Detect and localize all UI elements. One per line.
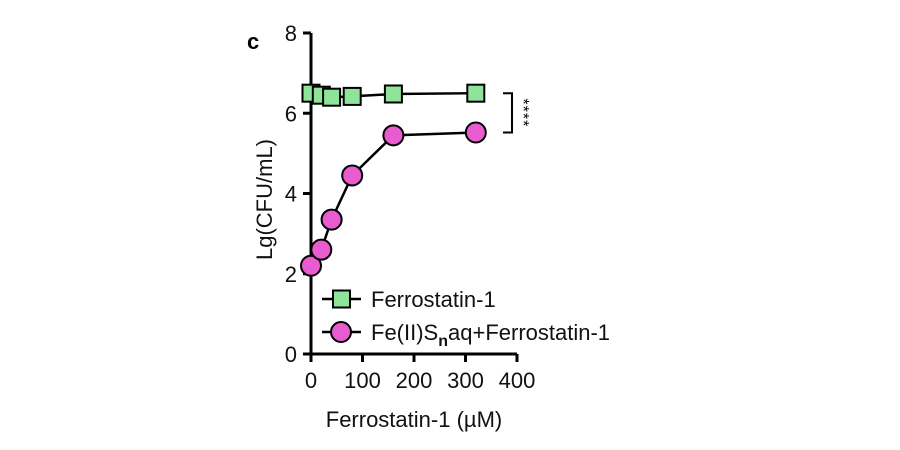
- y-tick-label: 2: [285, 262, 297, 287]
- y-tick-label: 8: [285, 21, 297, 46]
- data-point-square: [466, 83, 486, 103]
- legend-label-subscript: n: [438, 333, 448, 350]
- y-tick-label: 0: [285, 342, 297, 367]
- data-point-circle: [341, 164, 364, 187]
- x-tick-label: 200: [396, 368, 433, 393]
- x-axis-label: Ferrostatin-1 (µM): [326, 407, 502, 432]
- series-1: [301, 83, 486, 107]
- legend-label-part: aq+Ferrostatin-1: [448, 320, 610, 345]
- legend-label: Fe(II)Snaq+Ferrostatin-1: [371, 320, 610, 350]
- data-point-circle: [310, 238, 333, 261]
- data-point-square: [383, 84, 403, 104]
- y-tick-label: 6: [285, 101, 297, 126]
- axes: 0 2 4 6 8 0 100 200 300 400: [285, 21, 536, 393]
- panel-label: c: [247, 29, 259, 54]
- data-point-circle: [382, 124, 405, 147]
- data-point-square: [342, 86, 362, 106]
- x-tick-label: 300: [447, 368, 484, 393]
- series-2: [300, 121, 487, 277]
- x-tick-label: 0: [305, 368, 317, 393]
- legend: Ferrostatin-1Fe(II)Snaq+Ferrostatin-1: [322, 287, 610, 350]
- x-tick-label: 400: [499, 368, 536, 393]
- y-axis-label: Lg(CFU/mL): [252, 139, 277, 260]
- legend-label: Ferrostatin-1: [371, 287, 496, 312]
- data-point-circle: [464, 121, 487, 144]
- data-point-square: [322, 87, 342, 107]
- legend-square-marker: [332, 289, 351, 309]
- legend-item-1: Ferrostatin-1: [322, 287, 496, 312]
- data-point-circle: [320, 208, 343, 231]
- bracket-line: [503, 92, 513, 134]
- legend-item-2: Fe(II)Snaq+Ferrostatin-1: [322, 320, 610, 350]
- x-tick-label: 100: [344, 368, 381, 393]
- series-layer: [300, 83, 487, 277]
- legend-label-part: Fe(II)S: [371, 320, 438, 345]
- y-tick-label: 4: [285, 182, 297, 207]
- significance-bracket: ****: [503, 92, 531, 134]
- series-line: [309, 131, 476, 267]
- significance-label: ****: [514, 98, 531, 127]
- data-point-circle: [300, 254, 322, 277]
- legend-circle-marker: [330, 321, 352, 343]
